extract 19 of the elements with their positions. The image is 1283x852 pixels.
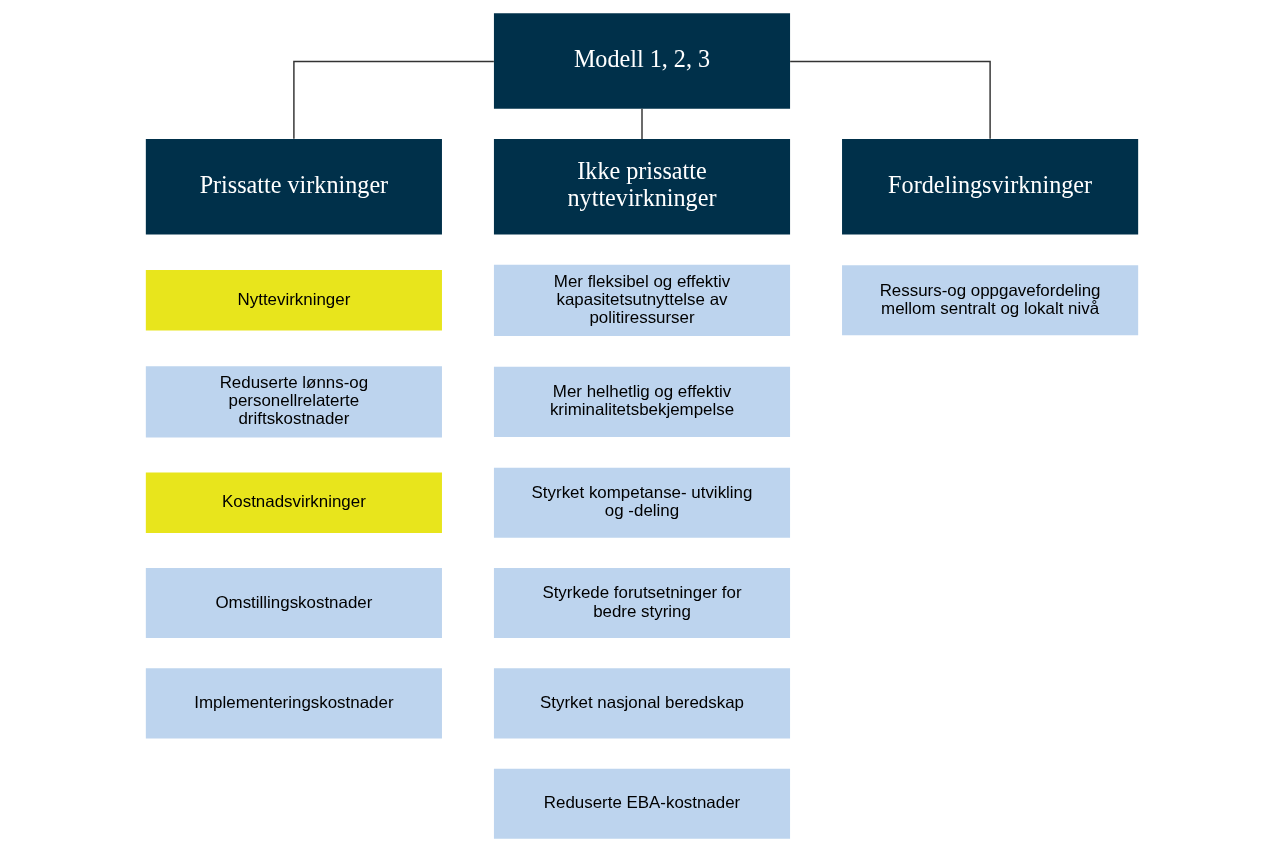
node-box: Fordelingsvirkninger xyxy=(841,138,1138,235)
node-box: Styrkede forutsetninger for bedre styring xyxy=(493,568,790,639)
connector xyxy=(640,108,643,140)
connector xyxy=(292,60,495,140)
node-box: Ressurs-og oppgavefordeling mellom sentralt og lokalt nivå xyxy=(841,265,1138,336)
connector xyxy=(788,60,991,140)
node-box: Modell 1, 2, 3 xyxy=(493,13,790,109)
node-box: Mer helhetlig og effektiv kriminalitetsbekjempelse xyxy=(493,366,790,437)
node-box: Kostnadsvirkninger xyxy=(145,472,442,533)
node-box: Implementeringskostnader xyxy=(145,668,442,739)
node-box: Styrket kompetanse- utvikling og -deling xyxy=(493,467,790,538)
node-box: Reduserte EBA-kostnader xyxy=(493,768,790,839)
node-box: Ikke prissatte nyttevirkninger xyxy=(493,138,790,235)
node-box: Nyttevirkninger xyxy=(145,270,442,331)
node-box: Prissatte virkninger xyxy=(145,138,442,235)
node-box: Reduserte lønns-og personellrelaterte driftskostnader xyxy=(145,366,442,438)
node-box: Styrket nasjonal beredskap xyxy=(493,668,790,739)
node-box: Omstillingskostnader xyxy=(145,568,442,639)
node-box: Mer fleksibel og effektiv kapasitetsutnyttelse av politiressurser xyxy=(493,264,790,336)
